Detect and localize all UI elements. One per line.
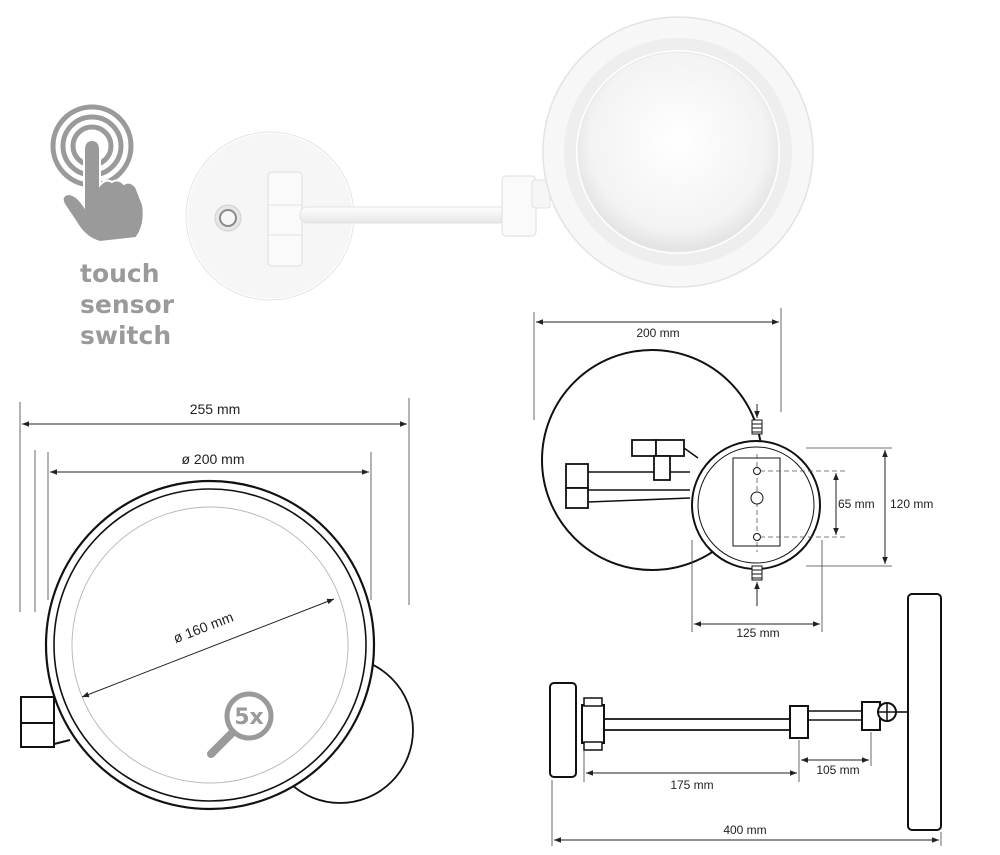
front-view: 5x (19, 398, 414, 811)
front-width-label: 255 mm (190, 401, 241, 417)
plate-width-label-125: 125 mm (736, 626, 779, 640)
magnification-label: 5x (234, 705, 264, 730)
plate-height-label: 120 mm (890, 497, 933, 511)
side-view (549, 593, 942, 846)
arm-length-label: 175 mm (670, 778, 713, 792)
touch-label-line3: switch (80, 321, 171, 350)
front-diameter-label: ø 200 mm (181, 451, 244, 467)
touch-button (214, 204, 242, 232)
product-render (185, 16, 814, 301)
touch-sensor-icon (50, 104, 145, 244)
hole-spacing-label: 65 mm (838, 497, 875, 511)
plate-width-label-200: 200 mm (636, 326, 679, 340)
touch-label-line1: touch (80, 259, 160, 288)
plate-view (533, 308, 892, 632)
joint-length-label: 105 mm (816, 763, 859, 777)
total-length-label: 400 mm (723, 823, 766, 837)
magnifier-icon (207, 691, 274, 758)
touch-label-line2: sensor (80, 290, 175, 319)
